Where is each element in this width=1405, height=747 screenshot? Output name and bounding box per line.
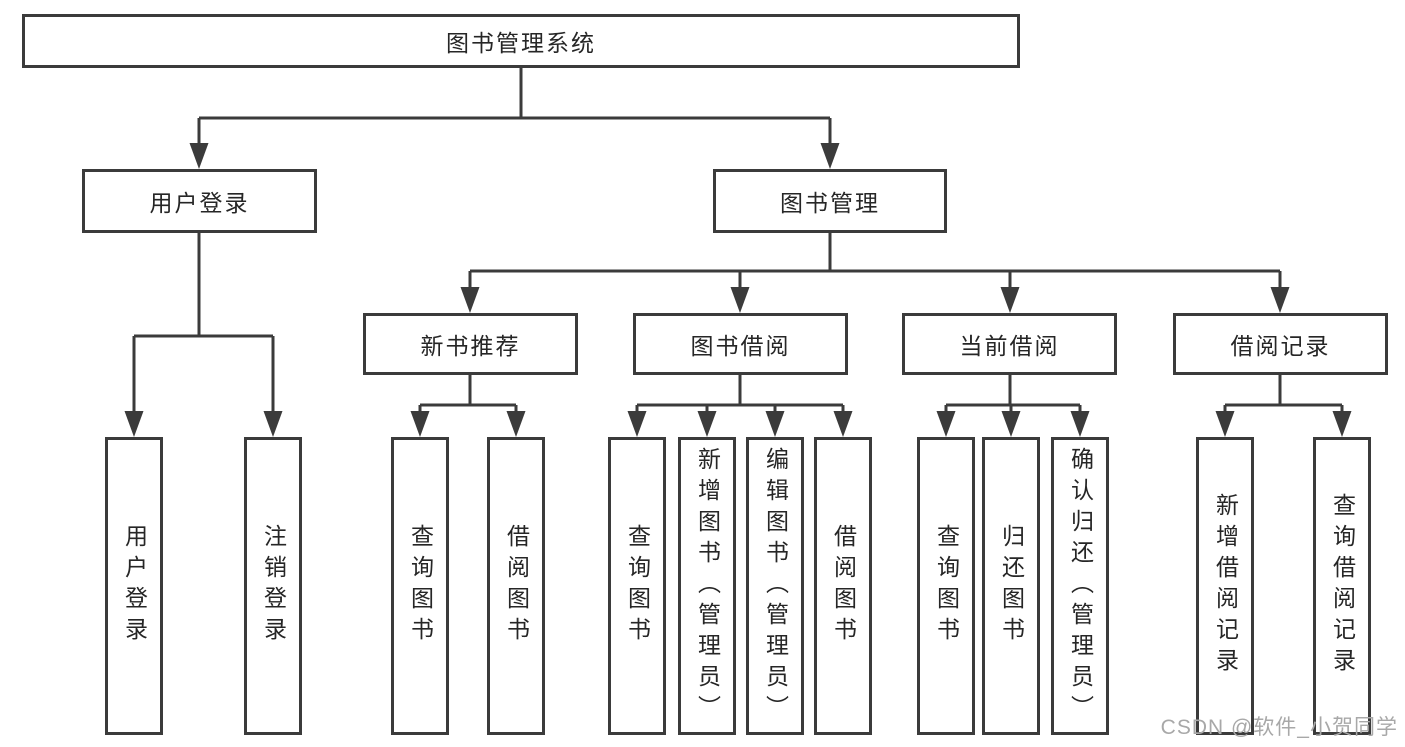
- arrow-down-icon: [1270, 287, 1290, 313]
- arrow-down-icon: [697, 411, 717, 437]
- node-library-management-system: 图书管理系统: [22, 14, 1020, 68]
- leaf-add-borrow-record: 新增借阅记录: [1196, 437, 1254, 735]
- leaf-confirm-return-admin: 确认归还（管理员）: [1051, 437, 1109, 735]
- arrow-down-icon: [820, 143, 840, 169]
- arrow-down-icon: [410, 411, 430, 437]
- node-borrowing-records: 借阅记录: [1173, 313, 1388, 375]
- arrow-down-icon: [1001, 411, 1021, 437]
- arrow-down-icon: [189, 143, 209, 169]
- leaf-logout: 注销登录: [244, 437, 302, 735]
- arrow-down-icon: [1215, 411, 1235, 437]
- leaf-query-books-borrowing: 查询图书: [608, 437, 666, 735]
- leaf-query-books-current: 查询图书: [917, 437, 975, 735]
- arrow-down-icon: [263, 411, 283, 437]
- node-current-borrowing: 当前借阅: [902, 313, 1117, 375]
- node-new-book-recommend: 新书推荐: [363, 313, 578, 375]
- arrow-down-icon: [1070, 411, 1090, 437]
- leaf-add-book-admin: 新增图书（管理员）: [678, 437, 736, 735]
- leaf-return-book: 归还图书: [982, 437, 1040, 735]
- leaf-user-login: 用户登录: [105, 437, 163, 735]
- node-book-management: 图书管理: [713, 169, 947, 233]
- connector-lines: [132, 68, 1344, 415]
- arrow-down-icon: [730, 287, 750, 313]
- arrow-down-icon: [1332, 411, 1352, 437]
- arrow-down-icon: [936, 411, 956, 437]
- leaf-edit-book-admin: 编辑图书（管理员）: [746, 437, 804, 735]
- arrow-down-icon: [765, 411, 785, 437]
- arrow-down-icon: [1000, 287, 1020, 313]
- arrow-down-icon: [627, 411, 647, 437]
- arrow-down-icon: [460, 287, 480, 313]
- arrow-down-icon: [833, 411, 853, 437]
- leaf-borrow-books-recommend: 借阅图书: [487, 437, 545, 735]
- csdn-watermark: CSDN @软件_小贺同学: [1160, 716, 1398, 739]
- node-user-login: 用户登录: [82, 169, 317, 233]
- node-book-borrowing: 图书借阅: [633, 313, 848, 375]
- leaf-query-books-recommend: 查询图书: [391, 437, 449, 735]
- arrow-down-icon: [124, 411, 144, 437]
- leaf-borrow-books-borrowing: 借阅图书: [814, 437, 872, 735]
- leaf-query-borrow-record: 查询借阅记录: [1313, 437, 1371, 735]
- arrow-down-icon: [506, 411, 526, 437]
